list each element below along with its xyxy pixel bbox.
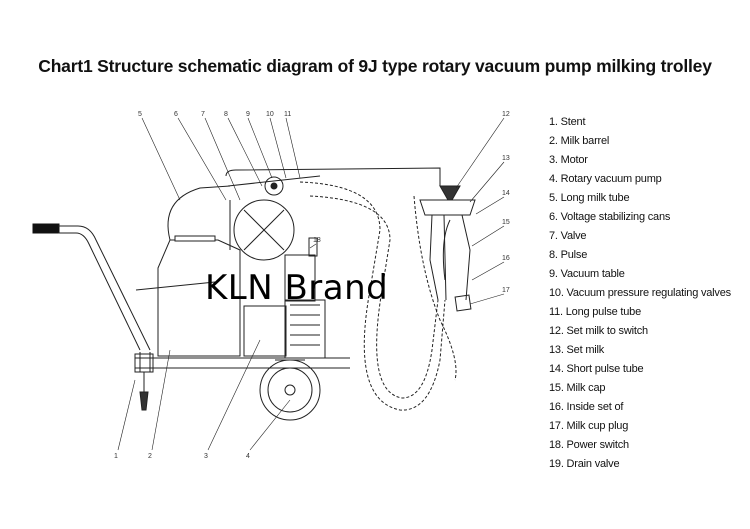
motor-shape <box>243 237 326 359</box>
callout-6: 6 <box>174 111 178 118</box>
legend-item: 11. Long pulse tube <box>549 306 642 318</box>
legend-item: 18. Power switch <box>549 439 629 451</box>
legend-item: 10. Vacuum pressure regulating valves <box>549 287 731 299</box>
vacuum-tank-shape <box>225 167 441 261</box>
callout-8: 8 <box>224 111 228 118</box>
legend-item: 2. Milk barrel <box>549 135 610 147</box>
callout-3: 3 <box>204 453 208 460</box>
legend-item: 15. Milk cap <box>549 382 606 394</box>
legend-item: 12. Set milk to switch <box>549 325 648 337</box>
parts-legend: 1. Stent 2. Milk barrel 3. Motor 4. Rota… <box>549 113 731 474</box>
legend-item: 14. Short pulse tube <box>549 363 644 375</box>
callout-10: 10 <box>266 111 274 118</box>
legend-item: 3. Motor <box>549 154 588 166</box>
long-tubes <box>299 181 457 411</box>
trolley-handle <box>32 223 151 373</box>
legend-item: 19. Drain valve <box>549 458 620 470</box>
callout-16: 16 <box>502 255 510 262</box>
callout-numbers: 5 6 7 8 9 10 11 12 13 14 15 16 17 18 1 2… <box>114 111 510 460</box>
callout-5: 5 <box>138 111 142 118</box>
brand-watermark: KLN Brand <box>205 268 389 308</box>
legend-item: 9. Vacuum table <box>549 268 625 280</box>
callout-14: 14 <box>502 190 510 197</box>
legend-item: 13. Set milk <box>549 344 605 356</box>
callout-12: 12 <box>502 111 510 118</box>
callout-9: 9 <box>246 111 250 118</box>
callout-18: 18 <box>313 237 321 244</box>
callout-1: 1 <box>114 453 118 460</box>
callout-15: 15 <box>502 219 510 226</box>
milking-cluster <box>419 185 476 312</box>
milk-barrel-shape <box>135 185 241 357</box>
callout-17: 17 <box>502 287 510 294</box>
callout-11: 11 <box>284 111 291 118</box>
legend-item: 5. Long milk tube <box>549 192 630 204</box>
wheels <box>259 359 321 421</box>
legend-item: 7. Valve <box>549 230 587 242</box>
legend-item: 17. Milk cup plug <box>549 420 629 432</box>
diagram-title: Chart1 Structure schematic diagram of 9J… <box>38 56 712 76</box>
legend-item: 8. Pulse <box>549 249 588 261</box>
callout-7: 7 <box>201 111 205 118</box>
callout-4: 4 <box>246 453 250 460</box>
callout-13: 13 <box>502 155 510 162</box>
callout-leaders <box>117 117 505 451</box>
callout-2: 2 <box>148 453 152 460</box>
legend-item: 1. Stent <box>549 116 586 128</box>
legend-item: 6. Voltage stabilizing cans <box>549 211 671 223</box>
legend-item: 4. Rotary vacuum pump <box>549 173 662 185</box>
legend-item: 16. Inside set of <box>549 401 624 413</box>
